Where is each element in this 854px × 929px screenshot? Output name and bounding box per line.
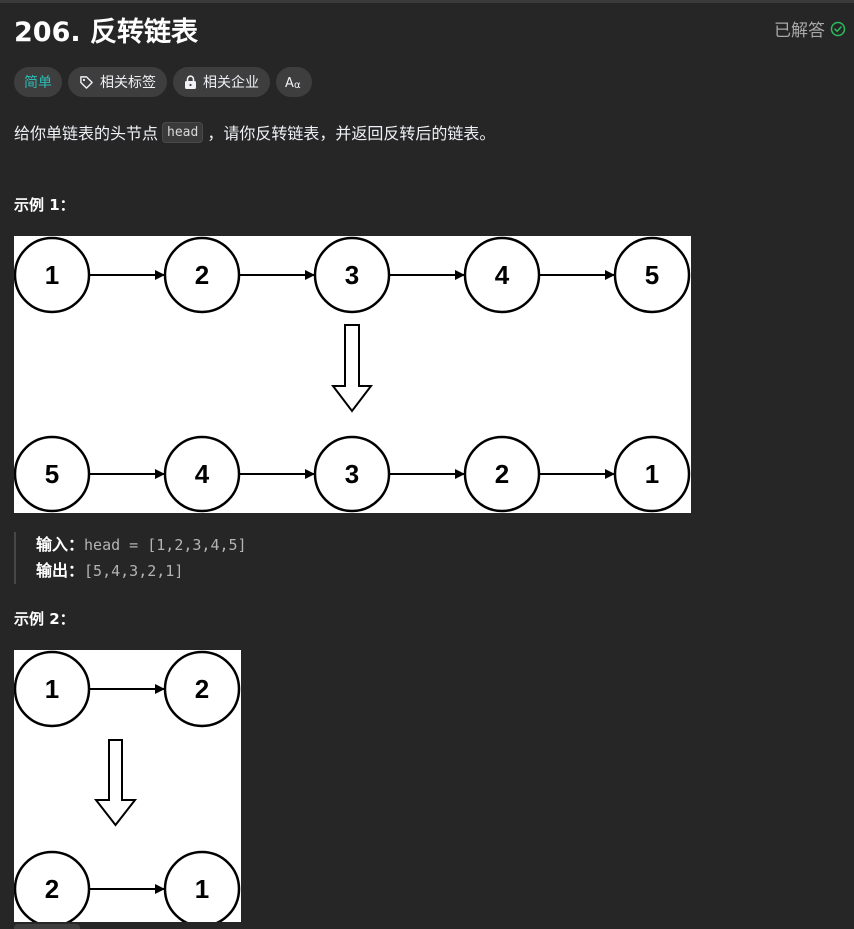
example-1-diagram: 1 2 3 4 5 5 4 3 2 1 (14, 236, 691, 513)
example-1-io: 输入：head = [1,2,3,4,5] 输出：[5,4,3,2,1] (14, 532, 247, 584)
list-node: 1 (14, 650, 91, 728)
node-value: 5 (645, 260, 659, 290)
example-1-input-line: 输入：head = [1,2,3,4,5] (36, 532, 247, 558)
check-circle-icon (830, 21, 846, 37)
node-value: 1 (645, 459, 659, 489)
node-value: 2 (195, 260, 209, 290)
difficulty-badge[interactable]: 简单 (14, 67, 62, 97)
list-node: 1 (14, 236, 91, 314)
list-node: 2 (463, 435, 541, 513)
node-value: 2 (195, 674, 209, 704)
input-label: 输入： (36, 535, 85, 554)
list-node: 2 (14, 850, 91, 922)
input-value: head = [1,2,3,4,5] (84, 536, 247, 554)
list-node: 3 (313, 435, 391, 513)
output-label: 输出： (36, 561, 85, 580)
svg-text:α: α (294, 80, 301, 90)
list-node: 4 (463, 236, 541, 314)
list-node: 2 (163, 650, 241, 728)
list-node: 5 (613, 236, 691, 314)
example-1-title: 示例 1： (14, 196, 75, 214)
output-value: [5,4,3,2,1] (84, 562, 184, 580)
bottom-list: 5 4 3 2 1 (14, 435, 691, 513)
tag-bar: 简单 相关标签 相关企业 A α (14, 67, 312, 97)
description-text-before: 给你单链表的头节点 (14, 124, 159, 143)
translate-button[interactable]: A α (276, 67, 312, 97)
solved-status: 已解答 (774, 16, 846, 41)
top-list: 1 2 3 4 5 (14, 236, 691, 314)
example-2-title: 示例 2： (14, 610, 75, 628)
node-value: 2 (495, 459, 509, 489)
tag-icon (79, 75, 94, 90)
description-text-after: ，请你反转链表，并返回反转后的链表。 (207, 124, 496, 143)
related-tags-button[interactable]: 相关标签 (68, 67, 167, 97)
node-value: 2 (45, 874, 59, 904)
list-node: 1 (163, 850, 241, 922)
node-circle (163, 650, 241, 728)
difficulty-label: 简单 (24, 75, 52, 91)
node-value: 3 (345, 260, 359, 290)
example-1-diagram-svg: 1 2 3 4 5 5 4 3 2 1 (14, 236, 691, 513)
node-value: 4 (495, 260, 510, 290)
node-circle (163, 850, 241, 922)
node-value: 1 (195, 874, 209, 904)
list-node: 4 (163, 435, 241, 513)
related-companies-button[interactable]: 相关企业 (173, 67, 270, 97)
title-row: 206. 反转链表 已解答 (14, 10, 846, 50)
example-1-output-line: 输出：[5,4,3,2,1] (36, 558, 247, 584)
list-node: 1 (613, 435, 691, 513)
solved-label: 已解答 (774, 21, 825, 41)
lock-icon (184, 74, 197, 90)
node-value: 4 (195, 459, 210, 489)
down-arrow (93, 739, 138, 827)
inline-code-head: head (162, 121, 204, 143)
node-circle (613, 435, 691, 513)
node-value: 3 (345, 459, 359, 489)
list-node: 5 (14, 435, 91, 513)
page-title[interactable]: 206. 反转链表 (14, 17, 199, 48)
related-tags-label: 相关标签 (100, 75, 156, 91)
node-value: 5 (45, 459, 59, 489)
node-circle (613, 236, 691, 314)
translate-icon: A α (285, 74, 303, 90)
list-node: 3 (313, 236, 391, 314)
related-companies-label: 相关企业 (203, 75, 259, 91)
bottom-tab-peek (14, 924, 80, 929)
down-arrow (330, 324, 374, 413)
list-node: 2 (163, 236, 241, 314)
node-value: 1 (45, 674, 59, 704)
node-value: 1 (45, 260, 59, 290)
svg-text:A: A (285, 76, 294, 90)
top-divider (0, 0, 854, 3)
problem-description: 给你单链表的头节点 head ，请你反转链表，并返回反转后的链表。 (14, 120, 495, 144)
